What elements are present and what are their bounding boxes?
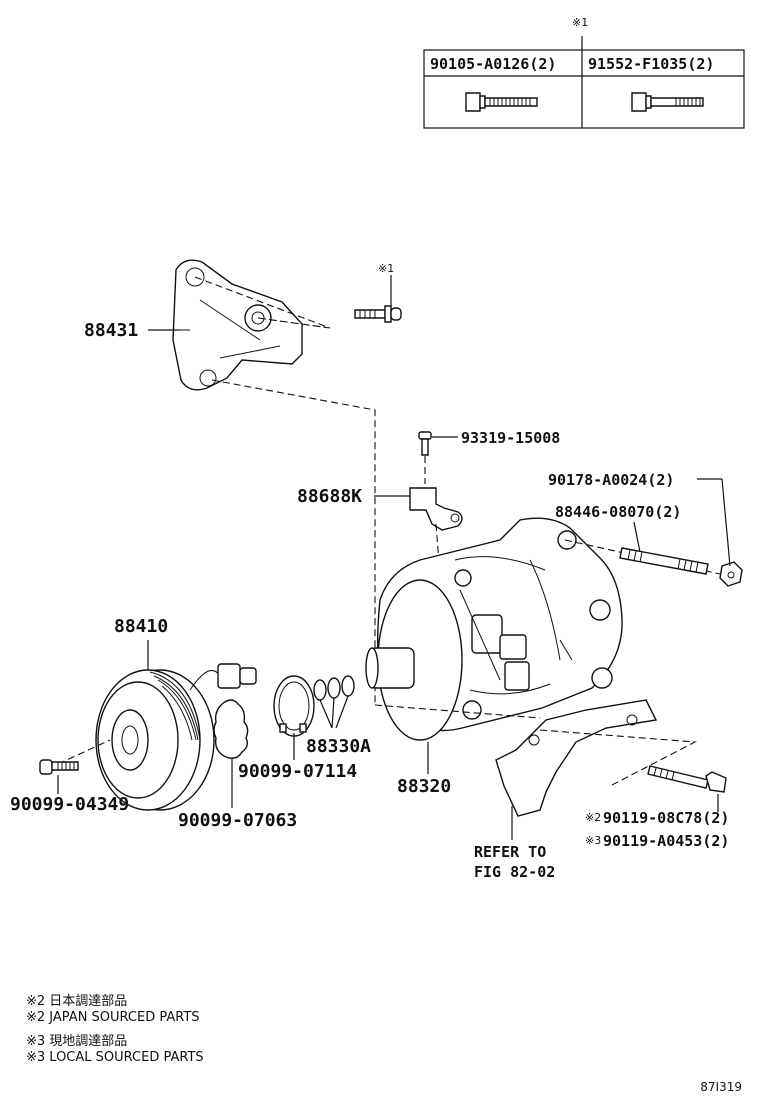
note-mark-2: ※2 bbox=[585, 811, 601, 824]
footnote-japan-sourced-en: ※2 JAPAN SOURCED PARTS bbox=[26, 1010, 200, 1025]
compressor-bracket bbox=[172, 259, 303, 391]
label-88431: 88431 bbox=[84, 320, 138, 341]
footnote-local-sourced-en: ※3 LOCAL SOURCED PARTS bbox=[26, 1050, 204, 1065]
note-mark-3: ※3 bbox=[585, 834, 601, 847]
flange-nut-icon bbox=[719, 561, 743, 587]
flange-bolt-icon bbox=[631, 92, 704, 112]
snap-ring-icon bbox=[273, 675, 315, 737]
label-88446-08070: 88446-08070(2) bbox=[555, 503, 681, 521]
refer-to-line2: FIG 82-02 bbox=[474, 863, 555, 881]
label-90099-07063: 90099-07063 bbox=[178, 810, 297, 831]
label-90178-a0024: 90178-A0024(2) bbox=[548, 471, 674, 489]
clutch-bolt-icon bbox=[39, 759, 79, 775]
footnote-local-sourced-jp: ※3 現地調達部品 bbox=[26, 1034, 128, 1049]
table-note-mark: ※1 bbox=[572, 16, 588, 29]
label-93319-15008: 93319-15008 bbox=[461, 429, 560, 447]
label-88688k: 88688K bbox=[297, 486, 362, 507]
label-90099-07114: 90099-07114 bbox=[238, 761, 357, 782]
label-88330a: 88330A bbox=[306, 736, 371, 757]
table-col2-part: 91552-F1035(2) bbox=[588, 55, 714, 73]
screw-icon bbox=[418, 431, 432, 456]
lower-mount-bracket bbox=[495, 699, 658, 817]
clutch-connector-icon bbox=[189, 663, 257, 691]
footnote-japan-sourced-jp: ※2 日本調達部品 bbox=[26, 994, 128, 1009]
harness-clamp-icon bbox=[409, 487, 463, 531]
magnetic-clutch-pulley bbox=[95, 669, 215, 811]
bolt-reference-table: ※1 90105-A0126(2) 91552-F1035(2) bbox=[423, 16, 745, 129]
illustration-code: 87I319 bbox=[700, 1080, 742, 1094]
table-col1-part: 90105-A0126(2) bbox=[430, 55, 556, 73]
refer-to-line1: REFER TO bbox=[474, 843, 546, 861]
label-90119-a0453: 90119-A0453(2) bbox=[603, 832, 729, 850]
label-90099-04349: 90099-04349 bbox=[10, 794, 129, 815]
shim-gasket-icon bbox=[213, 699, 249, 759]
label-88410: 88410 bbox=[114, 616, 168, 637]
ac-compressor bbox=[365, 517, 623, 741]
label-88320: 88320 bbox=[397, 776, 451, 797]
label-90119-08c78: 90119-08C78(2) bbox=[603, 809, 729, 827]
bracket-bolt-note-mark: ※1 bbox=[378, 262, 394, 275]
stud-bolt-icon bbox=[619, 547, 709, 575]
bracket-bolt-icon bbox=[354, 305, 402, 323]
mount-bolt-icon bbox=[647, 765, 727, 793]
flange-bolt-icon bbox=[465, 92, 538, 112]
